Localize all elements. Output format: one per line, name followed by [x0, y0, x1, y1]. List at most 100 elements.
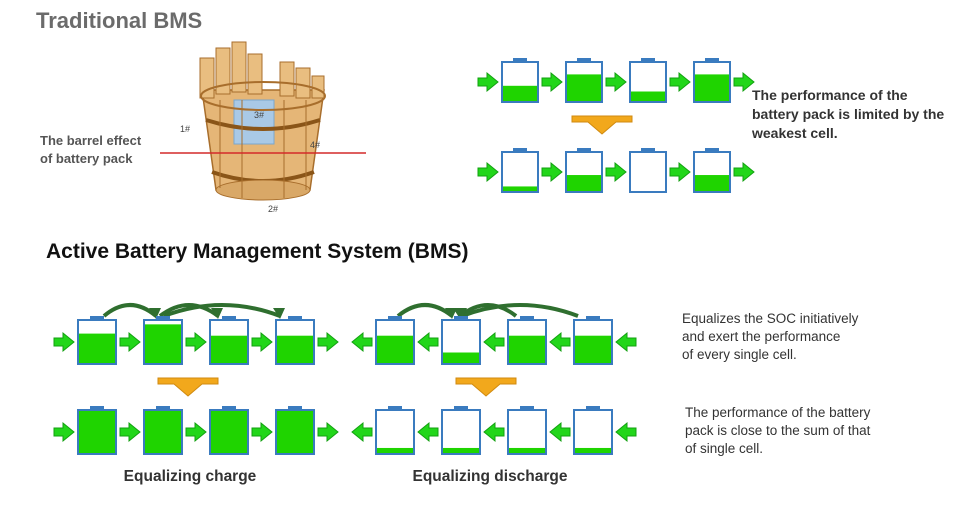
charge-after-cell-3-terminal — [288, 406, 302, 410]
green-right-arrow-icon — [119, 421, 141, 443]
discharge-after-cell-0 — [375, 409, 415, 455]
charge-after-cell-3-fill — [277, 411, 313, 453]
discharge-after-cell-3-fill — [575, 447, 611, 453]
discharge-after-cell-1-fill — [443, 447, 479, 453]
sum-note-line3: of single cell. — [685, 441, 764, 456]
barrel-tag-3: 3# — [254, 110, 264, 120]
active-note-line1: Equalizes the SOC initiatively — [682, 311, 859, 326]
charge-before-cell-3-terminal — [288, 316, 302, 320]
traditional-after-cell-3-fill — [695, 175, 729, 191]
discharge-before-cell-1-fill — [443, 352, 479, 363]
equalizing-discharge-caption: Equalizing discharge — [412, 468, 568, 485]
green-right-arrow-icon — [669, 161, 691, 183]
traditional-note: The performance of the battery pack is l… — [752, 87, 945, 141]
traditional-after-cell-0-fill — [503, 186, 537, 191]
charge-before-cell-2-terminal — [222, 316, 236, 320]
green-right-arrow-icon — [317, 331, 339, 353]
green-left-arrow-icon — [549, 421, 571, 443]
green-right-arrow-icon — [317, 421, 339, 443]
discharge-after-cell-3 — [573, 409, 613, 455]
discharge-after-cell-2 — [507, 409, 547, 455]
green-left-arrow-icon — [483, 421, 505, 443]
sum-note: The performance of the battery pack is c… — [685, 404, 870, 458]
charge-curved-arrow-icon-1 — [102, 303, 158, 318]
green-left-arrow-icon — [417, 421, 439, 443]
barrel-effect-label: The barrel effect of battery pack — [40, 132, 180, 168]
traditional-after-cell-0 — [501, 151, 539, 193]
active-bms-title: Active Battery Management System (BMS) — [46, 240, 469, 263]
traditional-before-cell-0-terminal — [513, 58, 527, 62]
charge-after-cell-2-fill — [211, 411, 247, 453]
discharge-after-cell-1-terminal — [454, 406, 468, 410]
discharge-after-cell-2-terminal — [520, 406, 534, 410]
barrel-icon — [199, 41, 326, 201]
discharge-curved-arrow-icon-1-head — [445, 308, 457, 319]
discharge-after-cell-2-fill — [509, 447, 545, 453]
active-note-line2: and exert the performance — [682, 329, 841, 344]
charge-after-cell-0-fill — [79, 411, 115, 453]
charge-after-cell-1-terminal — [156, 406, 170, 410]
discharge-down-arrow-icon — [455, 377, 517, 397]
charge-curved-arrow-icon-2-head — [211, 308, 223, 319]
green-left-arrow-icon — [351, 331, 373, 353]
charge-curved-arrow-icon-2 — [158, 303, 220, 318]
green-right-arrow-icon — [119, 331, 141, 353]
traditional-before-cell-0-fill — [503, 85, 537, 101]
green-right-arrow-icon — [185, 331, 207, 353]
green-right-arrow-icon — [185, 421, 207, 443]
charge-after-cell-2-terminal — [222, 406, 236, 410]
traditional-after-cell-1-fill — [567, 175, 601, 191]
charge-down-arrow-icon — [157, 377, 219, 397]
discharge-after-cell-1 — [441, 409, 481, 455]
charge-curved-arrow-icon-1-head — [149, 308, 161, 319]
green-left-arrow-icon — [483, 331, 505, 353]
traditional-after-cell-2-terminal — [641, 148, 655, 152]
discharge-curved-arrow-icon-2 — [458, 303, 518, 318]
charge-before-cell-2-fill — [211, 335, 247, 363]
green-right-arrow-icon — [733, 71, 755, 93]
equalizing-charge-caption: Equalizing charge — [123, 468, 257, 485]
charge-before-cell-1-fill — [145, 324, 181, 363]
barrel-tag-4: 4# — [310, 140, 320, 150]
discharge-after-cell-0-fill — [377, 447, 413, 453]
green-right-arrow-icon — [605, 161, 627, 183]
charge-before-cell-0-fill — [79, 333, 115, 363]
discharge-before-cell-2-terminal — [520, 316, 534, 320]
traditional-after-cell-0-terminal — [513, 148, 527, 152]
traditional-before-cell-3-terminal — [705, 58, 719, 62]
traditional-before-cell-1-fill — [567, 74, 601, 101]
traditional-bms-title: Traditional BMS — [36, 8, 203, 33]
charge-before-cell-3-fill — [277, 335, 313, 363]
discharge-curved-arrow-icon-3-head — [455, 308, 467, 319]
discharge-before-cell-0-terminal — [388, 316, 402, 320]
green-right-arrow-icon — [733, 161, 755, 183]
barrel-tag-1: 1# — [180, 124, 190, 134]
green-right-arrow-icon — [53, 331, 75, 353]
discharge-after-cell-0-terminal — [388, 406, 402, 410]
green-left-arrow-icon — [417, 331, 439, 353]
charge-before-cell-1-terminal — [156, 316, 170, 320]
green-right-arrow-icon — [477, 71, 499, 93]
green-right-arrow-icon — [251, 331, 273, 353]
green-left-arrow-icon — [615, 331, 637, 353]
sum-note-line2: pack is close to the sum of that — [685, 423, 871, 438]
sum-note-line1: The performance of the battery — [685, 405, 871, 420]
discharge-before-cell-1-terminal — [454, 316, 468, 320]
green-right-arrow-icon — [251, 421, 273, 443]
charge-after-cell-1-fill — [145, 411, 181, 453]
barrel-label-line1: The barrel effect — [40, 133, 142, 148]
green-right-arrow-icon — [669, 71, 691, 93]
barrel-illustration: 1# 3# 4# 2# — [160, 41, 366, 214]
charge-curved-arrow-icon-3-head — [273, 308, 285, 319]
charge-curved-arrow-icon-3 — [163, 303, 281, 318]
discharge-before-cell-3-terminal — [586, 316, 600, 320]
discharge-after-cell-3-terminal — [586, 406, 600, 410]
traditional-after-cell-2 — [629, 151, 667, 193]
active-note: Equalizes the SOC initiatively and exert… — [682, 310, 858, 364]
traditional-before-cell-2-fill — [631, 91, 665, 101]
active-note-line3: of every single cell. — [682, 347, 797, 362]
green-right-arrow-icon — [541, 71, 563, 93]
discharge-curved-arrow-icon-1 — [396, 303, 454, 318]
discharge-before-cell-2-fill — [509, 335, 545, 363]
